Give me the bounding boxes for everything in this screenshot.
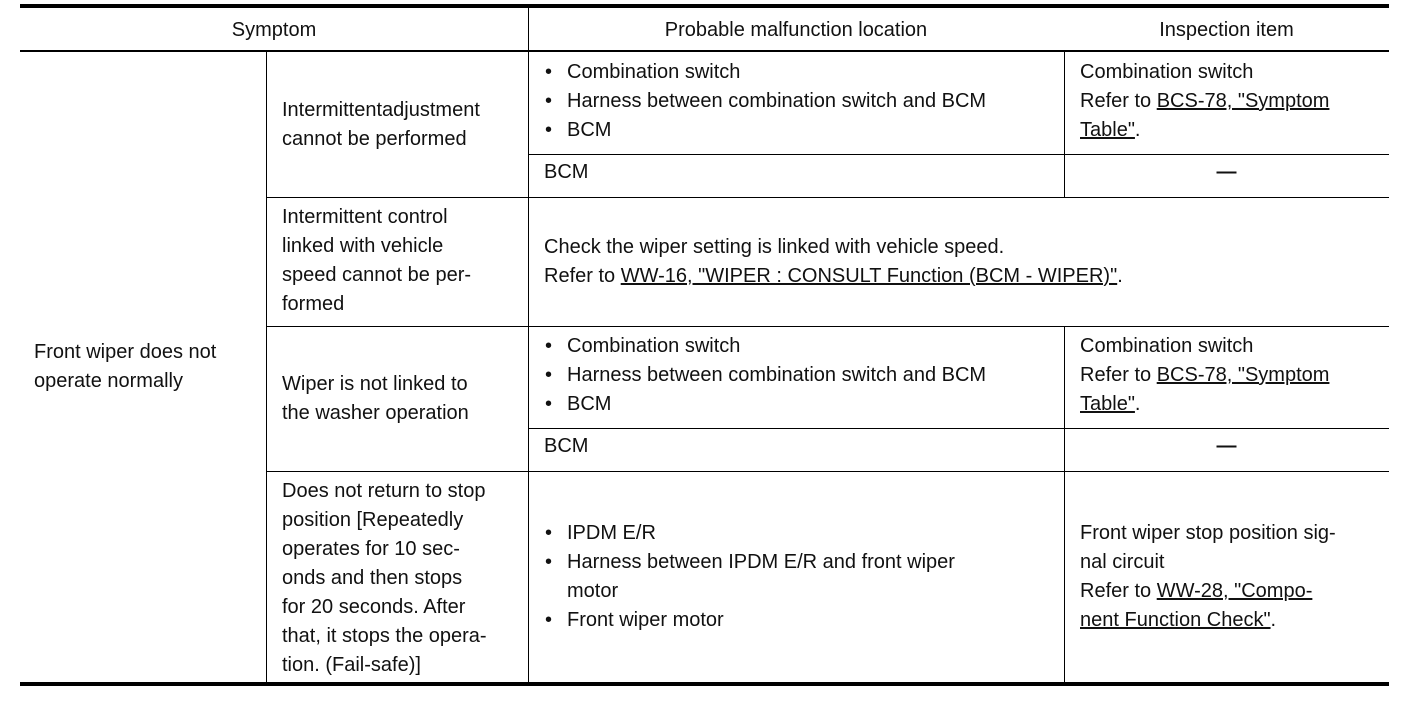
header-location: Probable malfunction location (664, 19, 928, 41)
malfunction-table: Symptom Probable malfunction location In… (20, 4, 1389, 686)
divider (528, 428, 1389, 429)
divider (266, 326, 1389, 327)
symptom-line: speed cannot be per- (282, 264, 472, 286)
list-item: Harness between IPDM E/R and front wiper… (544, 548, 1064, 606)
refer-text: Refer to (1080, 90, 1157, 112)
list-item: BCM (544, 390, 1064, 419)
punctuation: . (1134, 393, 1141, 415)
symptom-washer-link: Wiper is not linked to the washer operat… (282, 327, 528, 471)
divider (528, 8, 529, 682)
list-item-text: motor (567, 580, 619, 602)
merged-instruction: Check the wiper setting is linked with v… (544, 198, 1389, 326)
divider (266, 52, 267, 682)
location-list: IPDM E/R Harness between IPDM E/R and fr… (544, 472, 1064, 682)
symptom-stop-position: Does not return to stop position [Repeat… (282, 477, 528, 680)
divider (266, 471, 1389, 472)
instruction-line: Check the wiper setting is linked with v… (544, 236, 1005, 258)
symptom-line: linked with vehicle (282, 235, 444, 257)
symptom-line: that, it stops the opera- (282, 625, 487, 647)
inspection-item: Combination switch Refer to BCS-78, "Sym… (1080, 332, 1389, 419)
ww-28-link[interactable]: nent Function Check" (1080, 609, 1271, 631)
punctuation: . (1134, 119, 1141, 141)
bcs-78-link[interactable]: BCS-78, "Symptom (1156, 90, 1330, 112)
bcs-78-link[interactable]: BCS-78, "Symptom (1156, 364, 1330, 386)
ww-16-link[interactable]: WW-16, "WIPER : CONSULT Function (BCM - … (620, 265, 1118, 287)
symptom-line: Intermittentadjustment (282, 98, 480, 121)
symptom-line: operates for 10 sec- (282, 538, 460, 560)
symptom-intermittent-adjustment: Intermittentadjustment cannot be perform… (282, 52, 528, 197)
list-item: IPDM E/R (544, 519, 1064, 548)
sub-location: BCM (544, 161, 589, 183)
inspection-title: Combination switch (1080, 335, 1254, 357)
main-symptom: Front wiper does not operate normally (34, 52, 266, 682)
symptom-line: Does not return to stop (282, 480, 486, 502)
symptom-line: Wiper is not linked to (282, 373, 468, 395)
bcs-78-link[interactable]: Table" (1080, 393, 1135, 415)
inspection-item: Front wiper stop position sig- nal circu… (1080, 472, 1389, 682)
symptom-line: tion. (Fail-safe)] (282, 654, 421, 676)
refer-text: Refer to (1080, 364, 1157, 386)
ww-28-link[interactable]: WW-28, "Compo- (1156, 580, 1313, 602)
symptom-intermittent-control: Intermittent control linked with vehicle… (282, 203, 528, 319)
header-divider (20, 50, 1389, 52)
sub-inspection: — (1216, 435, 1237, 457)
inspection-line: Front wiper stop position sig- (1080, 522, 1336, 544)
bcs-78-link[interactable]: Table" (1080, 119, 1135, 141)
inspection-title: Combination switch (1080, 61, 1254, 83)
punctuation: . (1117, 265, 1123, 287)
punctuation: . (1270, 609, 1277, 631)
symptom-line: Intermittent control (282, 206, 448, 228)
divider (528, 154, 1389, 155)
inspection-line: nal circuit (1080, 551, 1165, 573)
list-item: Combination switch (544, 332, 1064, 361)
list-item: Front wiper motor (544, 606, 1064, 635)
sub-location: BCM (544, 435, 589, 457)
symptom-line: for 20 seconds. After (282, 596, 466, 618)
header-inspection: Inspection item (1159, 19, 1294, 41)
main-symptom-line: operate normally (34, 370, 183, 392)
refer-text: Refer to (1080, 580, 1157, 602)
symptom-line: formed (282, 293, 345, 315)
list-item: Combination switch (544, 58, 1064, 87)
main-symptom-line: Front wiper does not (34, 341, 217, 363)
list-item: BCM (544, 116, 1064, 145)
refer-text: Refer to (544, 265, 621, 287)
list-item: Harness between combination switch and B… (544, 87, 1064, 116)
list-item: Harness between combination switch and B… (544, 361, 1064, 390)
divider (1064, 52, 1065, 197)
inspection-item: Combination switch Refer to BCS-78, "Sym… (1080, 58, 1389, 145)
symptom-line: the washer operation (282, 402, 469, 424)
location-list: Combination switch Harness between combi… (544, 58, 1064, 145)
symptom-line: position [Repeatedly (282, 509, 464, 531)
divider (266, 197, 1389, 198)
header-symptom: Symptom (231, 19, 317, 41)
symptom-line: cannot be performed (282, 127, 467, 150)
sub-inspection: — (1216, 161, 1237, 183)
location-list: Combination switch Harness between combi… (544, 332, 1064, 419)
symptom-line: onds and then stops (282, 567, 463, 589)
divider (1064, 326, 1065, 682)
list-item-text: Harness between IPDM E/R and front wiper (567, 551, 955, 573)
